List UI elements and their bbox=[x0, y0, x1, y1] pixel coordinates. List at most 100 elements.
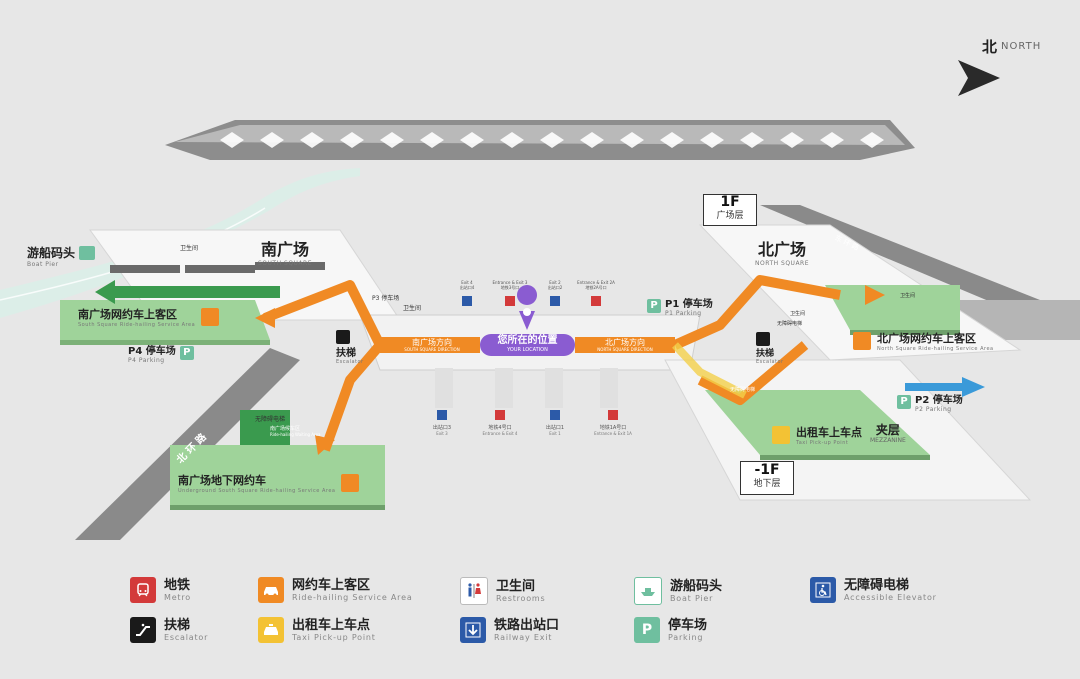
underground-south-platform bbox=[240, 410, 290, 445]
underground-rideshare-label: 南广场地下网约车 Underground South Square Ride-h… bbox=[178, 472, 360, 494]
accessible-elevator-icon bbox=[810, 577, 836, 603]
rideshare-icon bbox=[258, 577, 284, 603]
p4-cn: P4 停车场 bbox=[128, 346, 176, 357]
legend-item-taxi: 出租车上车点 Taxi Pick-up Point bbox=[258, 617, 376, 643]
bottom-exit-3-cn: 地铁1A号口 bbox=[599, 425, 627, 431]
compass: 北 NORTH bbox=[982, 36, 1041, 57]
walk-area-label: 南广场候车区 Ride-hailing Waiting Area bbox=[270, 425, 321, 437]
bottom-exit-1-cn: 地铁4号口 bbox=[488, 425, 512, 431]
legend: 地铁 Metro 网约车上客区 Ride-hailing Service Are… bbox=[0, 565, 1080, 679]
legend-parking-cn: 停车场 bbox=[668, 617, 708, 633]
railway-exit-icon bbox=[437, 410, 447, 420]
south-direction-cn: 南广场方向 bbox=[412, 338, 452, 347]
compass-arrow-icon bbox=[958, 60, 1000, 96]
you-are-here-label: 您所在的位置 YOUR LOCATION bbox=[480, 335, 575, 354]
p4-parking-label: P4 停车场 P4 Parking P bbox=[128, 342, 194, 364]
legend-item-elevator: 无障碍电梯 Accessible Elevator bbox=[810, 577, 937, 603]
restroom-south-label: 卫生间 bbox=[180, 245, 199, 252]
north-rideshare-cn: 北广场网约车上客区 bbox=[877, 332, 976, 345]
boat-pier-en: Boat Pier bbox=[27, 261, 59, 268]
legend-parking-en: Parking bbox=[668, 632, 704, 642]
legend-restroom-cn: 卫生间 bbox=[496, 578, 536, 594]
restroom-nn-label: 卫生间 bbox=[900, 293, 916, 299]
restroom-north-label: 卫生间 bbox=[790, 311, 806, 317]
north-rideshare-en: North Square Ride-hailing Service Area bbox=[877, 346, 994, 352]
metro-icon bbox=[130, 577, 156, 603]
metro-icon bbox=[495, 410, 505, 420]
legend-taxi-en: Taxi Pick-up Point bbox=[292, 632, 376, 642]
boat-icon bbox=[79, 245, 96, 260]
taxi-en: Taxi Pick-up Point bbox=[796, 440, 849, 446]
p2-en: P2 Parking bbox=[915, 406, 952, 413]
floor-1f-name: 广场层 bbox=[716, 211, 744, 221]
location-pin-icon bbox=[517, 284, 538, 330]
legend-elevator-cn: 无障碍电梯 bbox=[844, 577, 910, 593]
mezzanine-en: MEZZANINE bbox=[870, 437, 906, 444]
elevator-north-label: 无障碍电梯 bbox=[777, 321, 803, 327]
road-west bbox=[75, 348, 300, 540]
taxi-label: 出租车上车点 Taxi Pick-up Point bbox=[772, 424, 862, 446]
bottom-exit-1: 地铁4号口 Entrance & Exit 4 bbox=[478, 405, 522, 436]
restroom-p3-label: 卫生间 bbox=[403, 305, 422, 312]
legend-escalator-en: Escalator bbox=[164, 632, 209, 642]
legend-item-boat: 游船码头 Boat Pier bbox=[634, 577, 722, 605]
bottom-exit-3-en: Entrance & Exit 1A bbox=[594, 431, 632, 436]
escalator-icon bbox=[336, 330, 350, 344]
p4-en: P4 Parking bbox=[128, 357, 165, 364]
legend-boat-en: Boat Pier bbox=[670, 593, 714, 603]
p1-en: P1 Parking bbox=[665, 310, 702, 317]
p3-parking-label: P3 停车场 bbox=[372, 293, 399, 302]
north-rideshare-block bbox=[825, 285, 960, 330]
north-square-en: NORTH SQUARE bbox=[755, 260, 810, 267]
top-exit-2: Exit 2 出站口2 bbox=[538, 280, 572, 310]
north-direction-cn: 北广场方向 bbox=[605, 338, 645, 347]
top-exit-3-en: 地铁2A号口 bbox=[585, 285, 607, 290]
railway-exit-icon bbox=[550, 410, 560, 420]
bottom-exit-0-cn: 出站口3 bbox=[432, 425, 452, 431]
legend-item-restroom: 卫生间 Restrooms bbox=[460, 577, 546, 605]
parking-icon: P bbox=[897, 395, 911, 409]
taxi-area bbox=[705, 390, 930, 455]
escalator-south-label: 扶梯 Escalator bbox=[336, 330, 364, 365]
underground-rideshare-en: Underground South Square Ride-hailing Se… bbox=[178, 488, 336, 494]
top-exit-0-en: 出站口4 bbox=[459, 285, 475, 290]
boat-pier-cn: 游船码头 bbox=[27, 246, 76, 260]
elevator-north2-label: 无障碍电梯 bbox=[730, 387, 756, 393]
north-direction-label: 北广场方向 NORTH SQUARE DIRECTION bbox=[585, 338, 665, 353]
floor-b1-name: 地下层 bbox=[753, 479, 781, 489]
legend-item-railway-exit: 铁路出站口 Railway Exit bbox=[460, 617, 559, 643]
top-exit-3: Entrance & Exit 2A 地铁2A号口 bbox=[574, 280, 618, 310]
bottom-exit-3: 地铁1A号口 Entrance & Exit 1A bbox=[588, 405, 638, 436]
legend-taxi-cn: 出租车上车点 bbox=[292, 617, 371, 633]
top-exit-3-cn: Entrance & Exit 2A bbox=[577, 280, 615, 285]
legend-rideshare-cn: 网约车上客区 bbox=[292, 577, 371, 593]
compass-cn: 北 bbox=[982, 38, 998, 56]
p2-cn: P2 停车场 bbox=[915, 395, 963, 406]
south-direction-label: 南广场方向 SOUTH SQUARE DIRECTION bbox=[392, 338, 472, 353]
boat-icon bbox=[634, 577, 662, 605]
p2-parking-label: P P2 停车场 P2 Parking bbox=[897, 391, 963, 413]
south-rideshare-label: 南广场网约车上客区 South Square Ride-hailing Serv… bbox=[78, 306, 220, 328]
metro-icon bbox=[608, 410, 618, 420]
legend-railway-exit-cn: 铁路出站口 bbox=[494, 617, 560, 633]
south-direction-en: SOUTH SQUARE DIRECTION bbox=[404, 347, 460, 352]
railway-exit-icon bbox=[462, 296, 472, 306]
floor-b1-marker: -1F 地下层 bbox=[740, 461, 794, 495]
you-are-here-en: YOUR LOCATION bbox=[507, 347, 548, 353]
top-exit-0-cn: Exit 4 bbox=[461, 280, 473, 285]
floor-1f-code: 1F bbox=[720, 194, 740, 210]
taxi-cn: 出租车上车点 bbox=[796, 426, 862, 439]
top-exit-1-en: 地铁3号口 bbox=[500, 285, 520, 290]
rideshare-icon bbox=[201, 308, 220, 326]
bottom-exit-2: 出站口1 Exit 1 bbox=[538, 405, 572, 436]
mezzanine-cn: 夹层 bbox=[875, 423, 900, 437]
legend-rideshare-en: Ride-hailing Service Area bbox=[292, 592, 413, 602]
south-direction-band bbox=[380, 337, 480, 353]
legend-metro-en: Metro bbox=[164, 592, 191, 602]
south-square-en: SOUTH SQUARE bbox=[258, 260, 312, 267]
route-paths bbox=[263, 275, 841, 452]
escalator-south-en: Escalator bbox=[336, 359, 364, 365]
legend-item-metro: 地铁 Metro bbox=[130, 577, 191, 603]
escalator-icon bbox=[756, 332, 770, 346]
elevator-south-label: 无障碍电梯 bbox=[255, 416, 286, 423]
